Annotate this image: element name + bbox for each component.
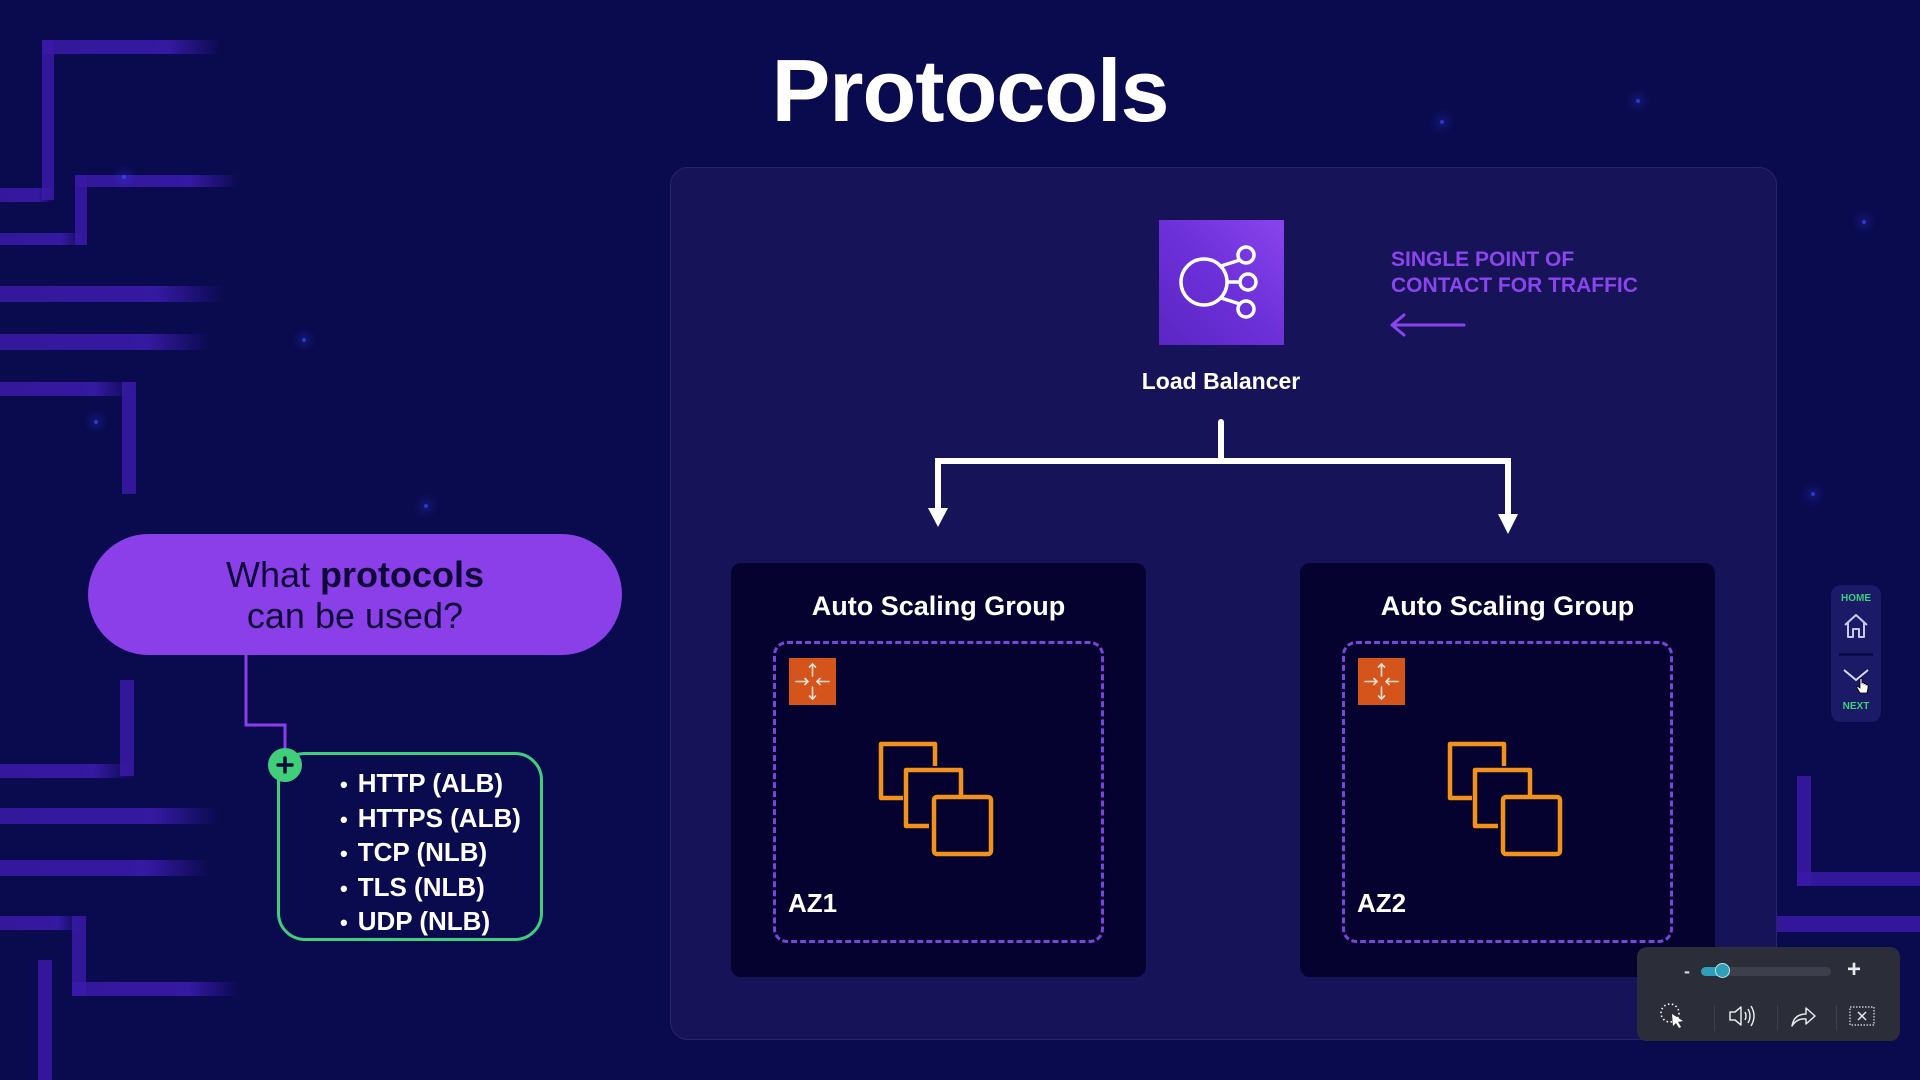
auto-scaling-group-az1: Auto Scaling Group AZ1 [731,563,1146,977]
next-button[interactable]: NEXT [1831,663,1881,718]
plus-icon [276,756,294,774]
circuit-trace [1760,916,1920,932]
traffic-connector [928,419,1518,534]
circuit-trace [72,916,86,996]
separator [1714,1005,1715,1031]
availability-zone-label: AZ2 [1357,888,1407,918]
close-button[interactable] [1842,999,1882,1033]
circuit-trace [42,40,222,54]
load-balancer-label: Load Balancer [1141,368,1301,394]
home-label: HOME [1841,593,1871,604]
zoom-in-button[interactable]: + [1847,956,1862,983]
hand-cursor-icon [1856,678,1869,694]
callout-line-2: CONTACT FOR TRAFFIC [1391,274,1638,297]
speaker-icon [1729,1005,1755,1027]
star [1636,99,1640,103]
circuit-trace [1797,872,1920,886]
star [424,504,428,508]
pill-connector-line [244,655,287,755]
circuit-trace [0,286,225,302]
star [1811,492,1815,496]
load-balancer-icon [1159,220,1284,345]
question-pill: What protocols can be used? [88,534,622,655]
zoom-slider-fill [1701,967,1724,976]
arrow-down-icon [1498,514,1518,534]
circuit-trace [0,916,82,930]
question-line-1: What protocols [226,554,484,595]
callout-line-1: SINGLE POINT OF [1391,248,1575,271]
slide-title: Protocols [771,41,1170,140]
zoom-slider[interactable] [1701,963,1831,978]
auto-scaling-icon [789,658,836,705]
arrow-down-icon [928,508,948,527]
circuit-trace [75,175,240,187]
circuit-trace [0,860,210,876]
protocols-list: HTTP (ALB) HTTPS (ALB) TCP (NLB) TLS (NL… [340,767,521,940]
circuit-trace [75,175,87,245]
availability-zone-box: AZ2 [1342,641,1673,943]
close-icon [1849,1006,1875,1026]
circuit-trace [120,680,134,776]
pointer-button[interactable] [1653,999,1693,1033]
share-button[interactable] [1783,999,1823,1033]
nav-divider [1839,653,1873,656]
next-label: NEXT [1842,701,1870,712]
circuit-trace [0,764,134,778]
callout-text: SINGLE POINT OF CONTACT FOR TRAFFIC [1391,247,1638,299]
expand-button[interactable] [268,748,302,782]
circuit-trace [42,40,54,200]
star [1440,120,1444,124]
audio-button[interactable] [1723,999,1763,1033]
media-controls: - + [1637,947,1900,1041]
question-line-2: can be used? [246,594,464,636]
home-icon [1844,614,1868,638]
asg-title: Auto Scaling Group [1380,591,1635,621]
protocol-item: TCP (NLB) [340,836,521,871]
question-prefix: What [225,553,320,595]
share-icon [1791,1007,1816,1027]
zoom-slider-thumb[interactable] [1715,963,1731,978]
home-button[interactable] [1842,611,1870,641]
arrow-left-icon [1390,313,1466,337]
availability-zone-box: AZ1 [773,641,1104,943]
protocol-item: HTTPS (ALB) [340,802,521,837]
circuit-trace [0,188,54,202]
circuit-trace [1797,776,1811,886]
protocols-box: HTTP (ALB) HTTPS (ALB) TCP (NLB) TLS (NL… [277,752,543,941]
star [94,420,98,424]
circuit-trace [0,233,87,245]
connector-branches [935,458,1511,521]
circuit-trace [0,808,220,824]
star [122,175,126,179]
circuit-trace [0,382,135,396]
asg-title: Auto Scaling Group [811,591,1066,621]
protocol-item: HTTP (ALB) [340,767,521,802]
pointer-icon [1660,1003,1683,1028]
separator [1836,1005,1837,1031]
question-keyword: protocols [320,553,485,595]
slide-navigation: HOME NEXT [1831,585,1881,722]
chevron-down-icon [1843,669,1869,682]
separator [1777,1005,1778,1031]
ec2-instances-icon [878,741,994,857]
circuit-trace [122,382,136,494]
star [302,338,306,342]
circuit-trace [72,982,240,996]
zoom-out-button[interactable]: - [1684,961,1690,981]
availability-zone-label: AZ1 [788,888,838,918]
circuit-trace [0,334,210,350]
star [1862,220,1866,224]
elastic-load-balancing-icon [1179,245,1258,319]
ec2-instances-icon [1447,741,1563,857]
circuit-trace [38,960,52,1080]
auto-scaling-icon [1358,658,1405,705]
protocol-item: TLS (NLB) [340,871,521,906]
auto-scaling-group-az2: Auto Scaling Group AZ2 [1300,563,1715,977]
protocol-item: UDP (NLB) [340,905,521,940]
